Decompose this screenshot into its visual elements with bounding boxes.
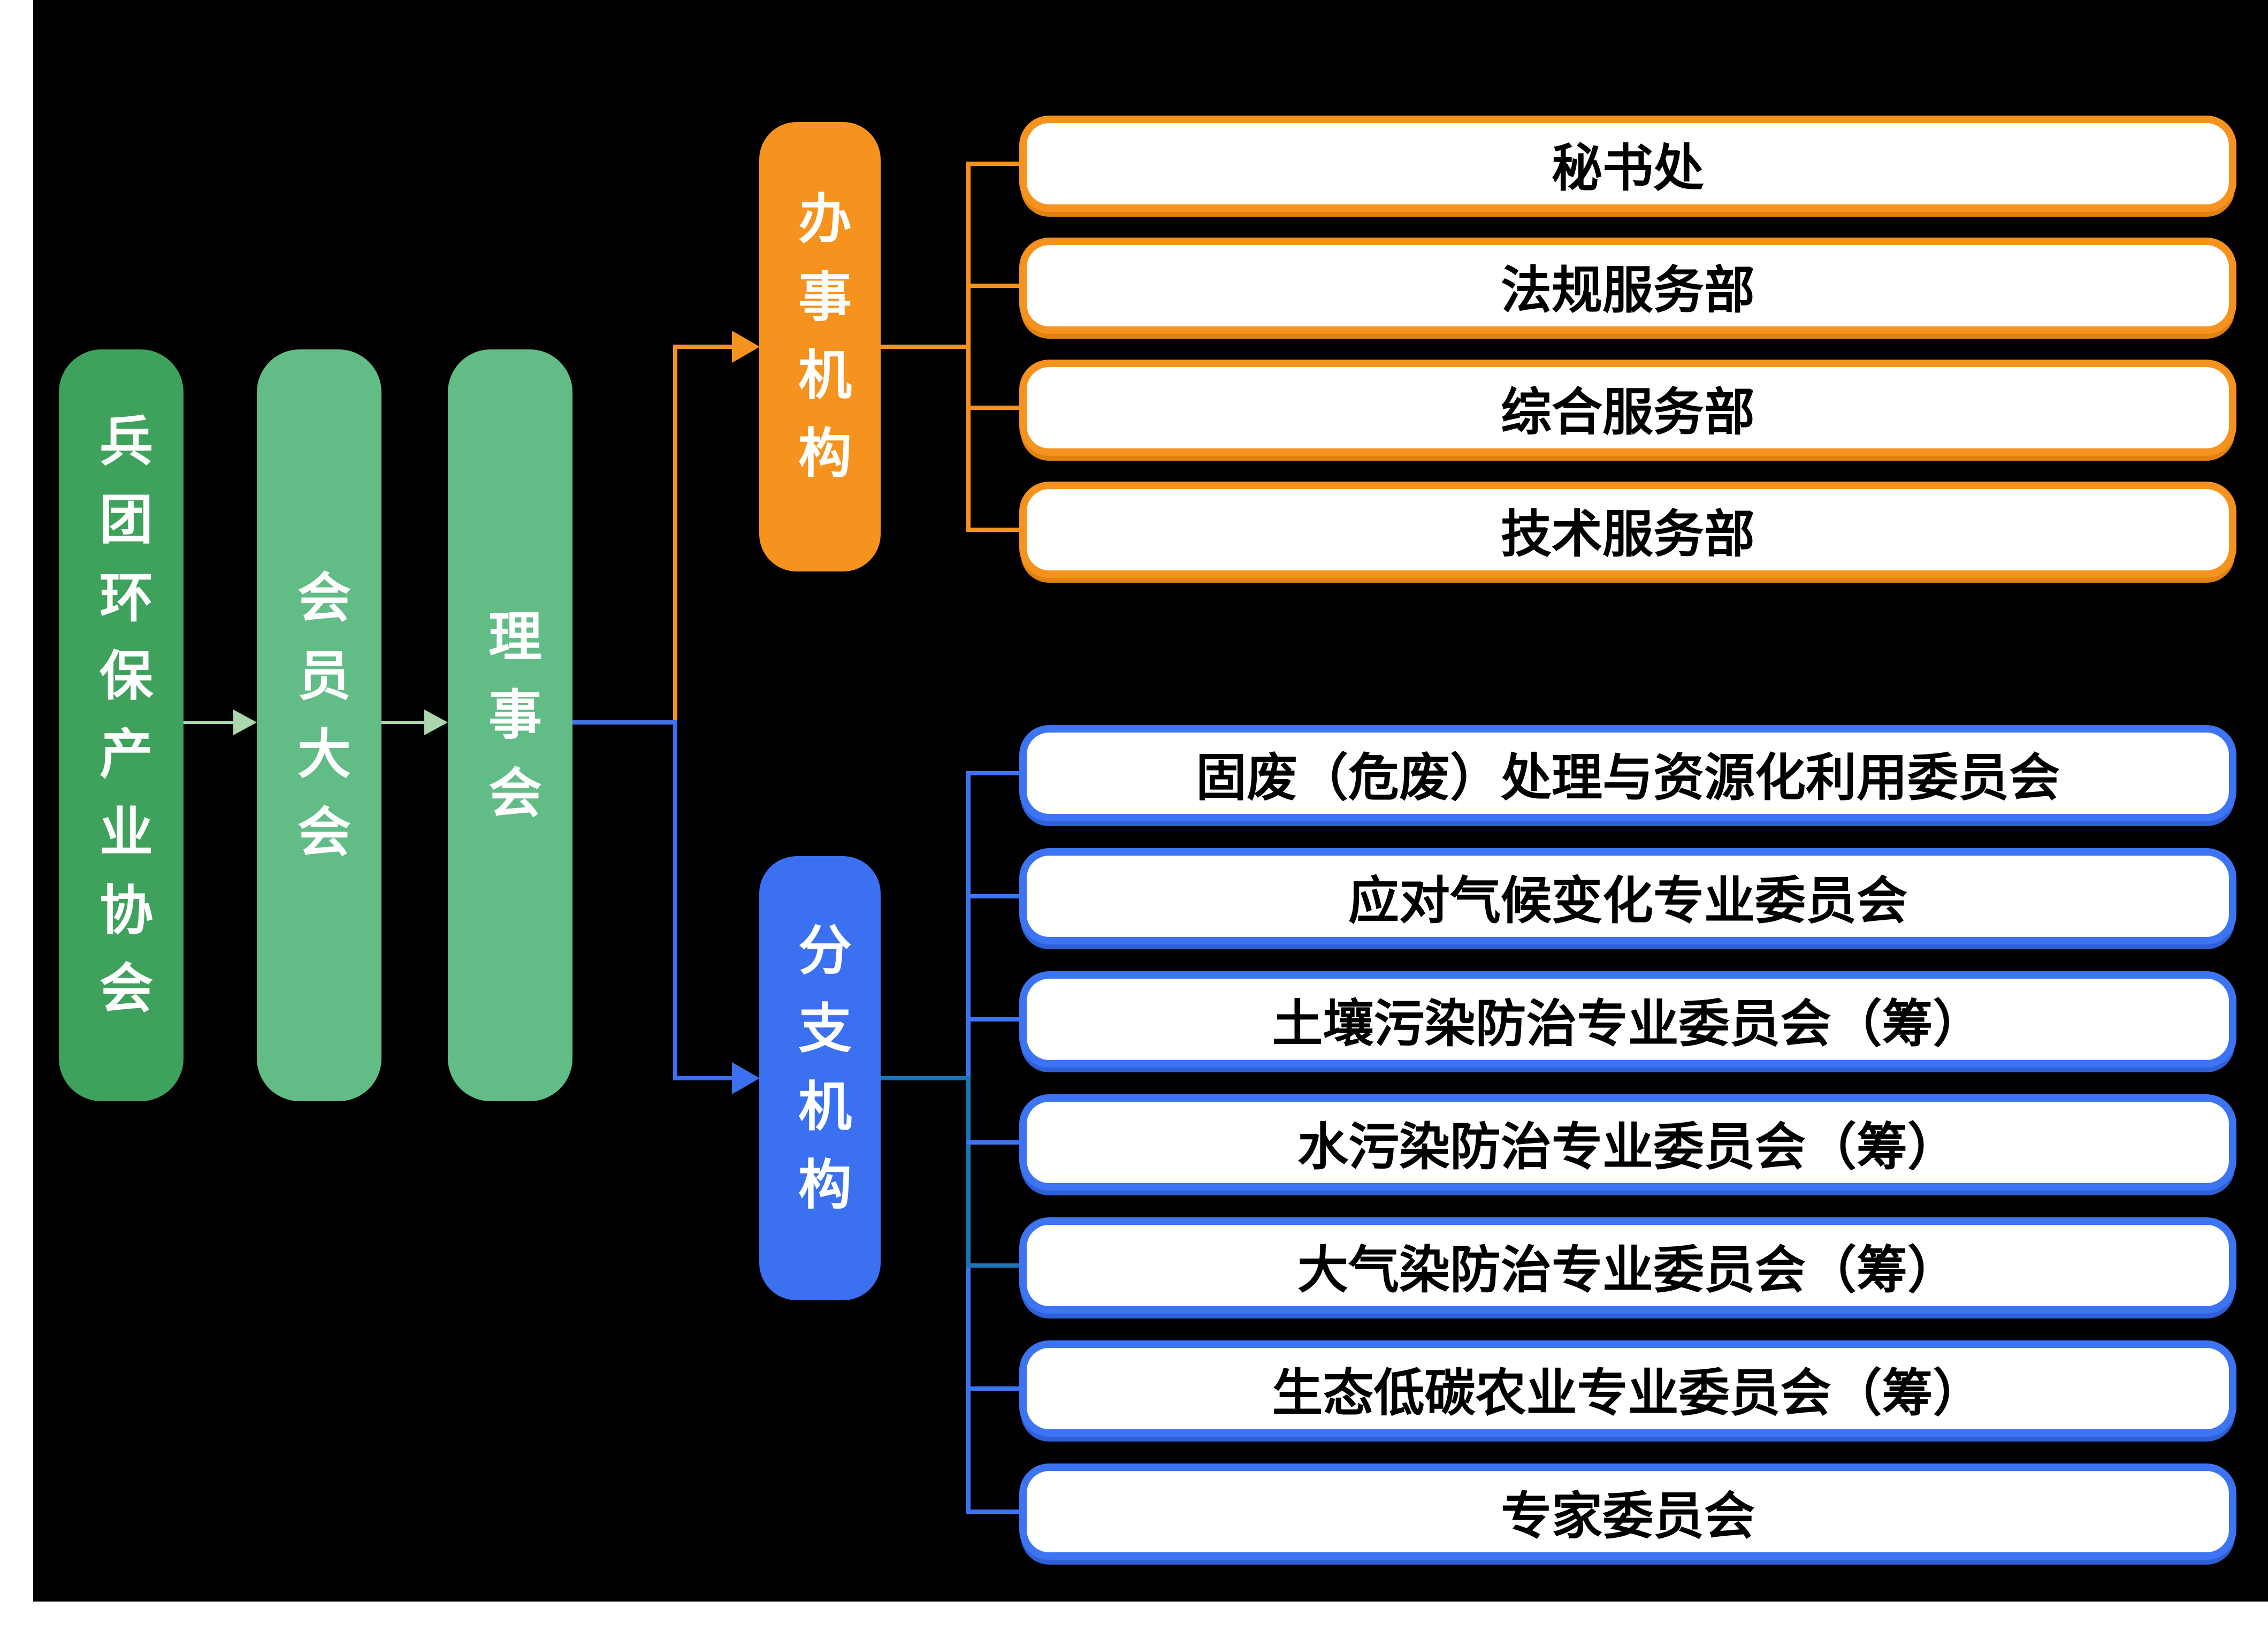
node-council: 理事会 [448, 349, 572, 1101]
connector-split-up-orange [673, 345, 677, 725]
arrowhead-into-member-congress [233, 710, 257, 735]
connector-branch-stub-4 [966, 1140, 1027, 1145]
node-admin-office-label: 办事机构 [790, 190, 850, 503]
arrowhead-into-branch-org [732, 1062, 760, 1094]
connector-council-trunk [572, 720, 677, 725]
connector-admin-stub-4 [966, 528, 1027, 532]
connector-branch-stub-2 [966, 894, 1027, 898]
branch-child-solid-waste-committee: 固废（危废）处理与资源化利用委员会 [1019, 725, 2236, 821]
connector-split-down-blue [673, 720, 677, 1080]
connector-admin-stub-2 [966, 284, 1027, 288]
arrowhead-into-admin-office [732, 331, 760, 363]
node-association-label: 兵团环保产业协会 [91, 413, 151, 1038]
connector-congress-to-council [381, 721, 424, 724]
node-association: 兵团环保产业协会 [59, 349, 184, 1101]
branch-child-air-pollution-committee: 大气染防治专业委员会（筹） [1019, 1217, 2236, 1314]
branch-child-climate-change-committee: 应对气候变化专业委员会 [1019, 848, 2236, 944]
connector-admin-fanout-trunk [881, 345, 971, 349]
node-council-label: 理事会 [480, 608, 540, 843]
connector-branch-teal-segment [966, 1076, 971, 1268]
admin-child-secretariat: 秘书处 [1019, 116, 2236, 212]
connector-branch-fanout-trunk [881, 1076, 971, 1080]
branch-child-soil-pollution-committee: 土壤污染防治专业委员会（筹） [1019, 971, 2236, 1068]
branch-child-water-pollution-committee: 水污染防治专业委员会（筹） [1019, 1094, 2236, 1191]
connector-into-admin-office [673, 345, 732, 349]
branch-child-expert-committee: 专家委员会 [1019, 1463, 2236, 1560]
branch-child-eco-agriculture-committee: 生态低碳农业专业委员会（筹） [1019, 1340, 2236, 1437]
connector-admin-stub-3 [966, 406, 1027, 410]
connector-branch-stub-3 [966, 1017, 1027, 1021]
node-member-congress-label: 会员大会 [289, 569, 349, 882]
connector-branch-stub-6 [966, 1386, 1027, 1391]
arrowhead-into-council [424, 710, 448, 735]
connector-branch-stub-1 [966, 771, 1027, 775]
connector-branch-stub-5 [966, 1263, 1027, 1268]
admin-child-regulation-service: 法规服务部 [1019, 238, 2236, 334]
admin-child-technical-service: 技术服务部 [1019, 482, 2236, 578]
node-admin-office: 办事机构 [759, 122, 881, 571]
connector-association-to-congress [184, 721, 233, 724]
connector-into-branch-org [673, 1076, 732, 1080]
connector-admin-stub-1 [966, 162, 1027, 166]
connector-branch-stub-7 [966, 1510, 1027, 1514]
node-branch-org-label: 分支机构 [790, 922, 850, 1234]
admin-child-general-service: 综合服务部 [1019, 360, 2236, 456]
node-member-congress: 会员大会 [257, 349, 381, 1101]
node-branch-org: 分支机构 [759, 856, 881, 1300]
connector-admin-fanout-vertical [966, 162, 971, 532]
